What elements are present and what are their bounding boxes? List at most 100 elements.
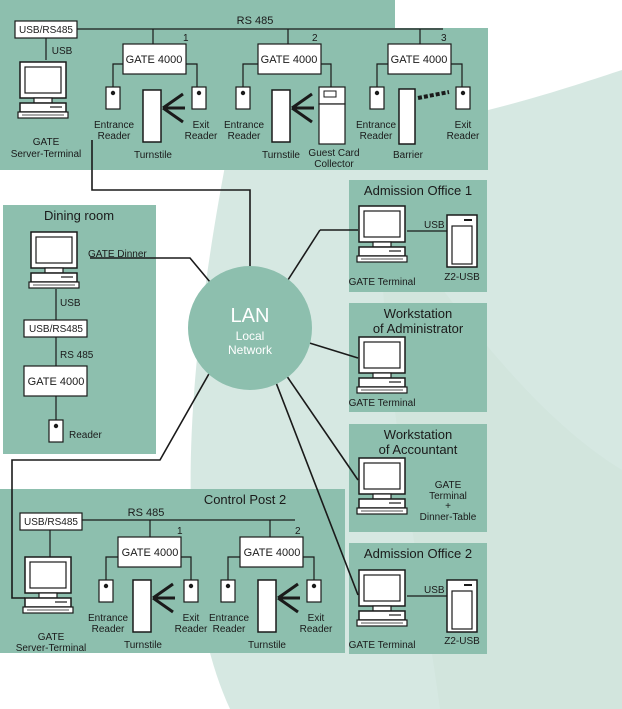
- usb-label: USB: [424, 220, 445, 231]
- entrance-label: Entrance: [94, 120, 134, 131]
- guest-card-label: Collector: [314, 159, 354, 170]
- gate-number: 2: [295, 526, 301, 537]
- accountant-label: GATE: [435, 480, 462, 491]
- reader-icon: [105, 86, 121, 110]
- control-post-2-title: Control Post 2: [204, 492, 286, 507]
- gate-controller: [122, 43, 187, 75]
- rs485-label: RS 485: [237, 15, 274, 27]
- usb-rs485-box: [19, 512, 83, 531]
- computer-icon: [28, 231, 80, 289]
- gate-label: GATE 4000: [261, 54, 318, 66]
- usb-rs485-box: [14, 20, 78, 39]
- exit-label: Exit: [183, 613, 200, 624]
- z2-usb-icon: [446, 214, 478, 268]
- reader-icon: [98, 579, 114, 603]
- turnstile-label: Turnstile: [134, 150, 172, 161]
- lan-node: [188, 266, 312, 390]
- network-links: [11, 140, 359, 599]
- accountant-title: Workstation: [384, 427, 452, 442]
- exit-label: Reader: [300, 624, 333, 635]
- gate-label: GATE 4000: [391, 54, 448, 66]
- reader-icon: [235, 86, 251, 110]
- gate-label: GATE 4000: [126, 54, 183, 66]
- turnstile-label: Turnstile: [262, 150, 300, 161]
- exit-label: Reader: [185, 131, 218, 142]
- admission-office-2-title: Admission Office 2: [364, 546, 472, 561]
- admission-office-1-title: Admission Office 1: [364, 183, 472, 198]
- entrance-label: Entrance: [88, 613, 128, 624]
- barrier-icon: [398, 88, 450, 145]
- reader-icon: [455, 86, 471, 110]
- computer-icon: [22, 556, 74, 614]
- reader-icon: [306, 579, 322, 603]
- exit-label: Exit: [193, 120, 210, 131]
- terminal-label: GATE Terminal: [349, 640, 416, 651]
- guest-card-label: Guest Card: [308, 148, 359, 159]
- entrance-label: Reader: [360, 131, 393, 142]
- usb-label: USB: [52, 46, 73, 57]
- gate-controller: [23, 365, 88, 397]
- server-label: GATE: [33, 137, 60, 148]
- reader-icon: [220, 579, 236, 603]
- entrance-label: Reader: [228, 131, 261, 142]
- lan-title: LAN: [231, 305, 270, 327]
- reader-icon: [369, 86, 385, 110]
- accountant-title: of Accountant: [379, 442, 458, 457]
- exit-label: Reader: [447, 131, 480, 142]
- turnstile-label: Turnstile: [124, 640, 162, 651]
- computer-icon: [356, 457, 408, 515]
- gate-number: 1: [183, 33, 189, 44]
- gate-label: GATE 4000: [28, 376, 85, 388]
- entrance-label: Reader: [92, 624, 125, 635]
- computer-icon: [356, 205, 408, 263]
- z2-usb-icon: [446, 579, 478, 633]
- gate-controller: [387, 43, 452, 75]
- accountant-label: +: [445, 501, 451, 512]
- accountant-label: Dinner-Table: [420, 512, 477, 523]
- reader-icon: [183, 579, 199, 603]
- exit-label: Exit: [455, 120, 472, 131]
- computer-icon: [356, 569, 408, 627]
- computer-icon: [356, 336, 408, 394]
- reader-label: Reader: [69, 430, 102, 441]
- gate-controller: [239, 536, 304, 568]
- z2-usb-label: Z2-USB: [444, 272, 480, 283]
- dining-room-title: Dining room: [44, 208, 114, 223]
- usb-label: USB: [424, 585, 445, 596]
- terminal-label: GATE Terminal: [349, 398, 416, 409]
- gate-dinner-label: GATE Dinner: [88, 249, 147, 260]
- rs485-label: RS 485: [128, 507, 165, 519]
- server-label: GATE: [38, 632, 65, 643]
- reader-icon: [48, 419, 64, 443]
- entrance-label: Entrance: [209, 613, 249, 624]
- terminal-label: GATE Terminal: [349, 277, 416, 288]
- gate-label: GATE 4000: [122, 547, 179, 559]
- admin-title: Workstation: [384, 306, 452, 321]
- lan-sub: Local: [236, 329, 265, 343]
- usb-label: USB: [60, 298, 81, 309]
- entrance-label: Entrance: [356, 120, 396, 131]
- entrance-label: Entrance: [224, 120, 264, 131]
- server-label-2: Server-Terminal: [11, 149, 82, 160]
- barrier-label: Barrier: [393, 150, 424, 161]
- gate-number: 3: [441, 33, 447, 44]
- exit-label: Reader: [175, 624, 208, 635]
- accountant-label: Terminal: [429, 491, 467, 502]
- usb-rs485-label: USB/RS485: [24, 517, 78, 528]
- turnstile-label: Turnstile: [248, 640, 286, 651]
- gate-label: GATE 4000: [244, 547, 301, 559]
- gate-controller: [117, 536, 182, 568]
- rs485-label: RS 485: [60, 350, 94, 361]
- computer-icon: [17, 61, 69, 119]
- lan-sub: Network: [228, 343, 273, 357]
- gate-number: 1: [177, 526, 183, 537]
- entrance-label: Reader: [213, 624, 246, 635]
- guest-card-collector-icon: [318, 86, 346, 145]
- server-label-2: Server-Terminal: [16, 643, 87, 654]
- exit-label: Exit: [308, 613, 325, 624]
- gate-number: 2: [312, 33, 318, 44]
- reader-icon: [191, 86, 207, 110]
- usb-rs485-label: USB/RS485: [29, 324, 83, 335]
